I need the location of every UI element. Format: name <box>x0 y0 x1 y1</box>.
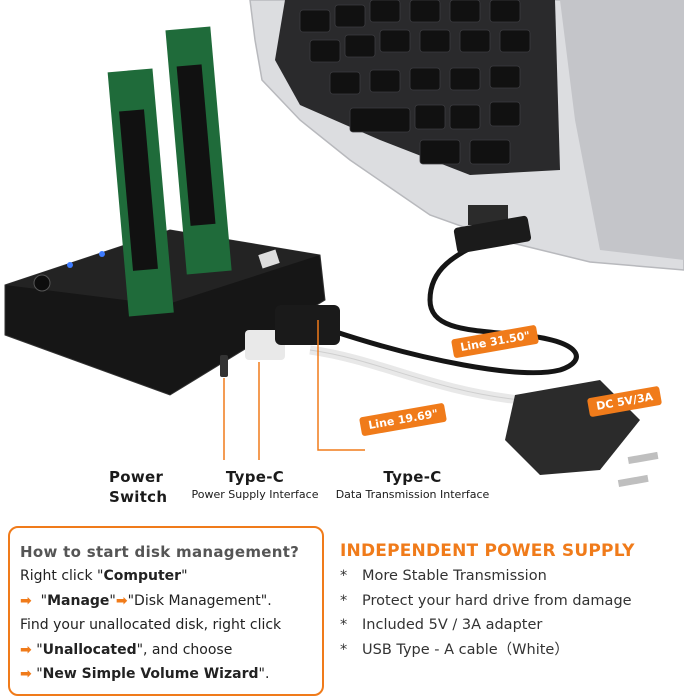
dock-scene-graphic <box>4 0 684 488</box>
guide-line-1: Right click "Computer" <box>20 564 312 589</box>
power-switch-hw <box>220 355 228 377</box>
guide-line-4: ➡ "Unallocated", and choose <box>20 638 312 663</box>
feature-item: * More Stable Transmission <box>340 564 680 589</box>
callout-type-c-data: Type-C Data Transmission Interface <box>330 468 495 501</box>
guide-text: " <box>36 666 43 682</box>
feature-item: * USB Type - A cable（White） <box>340 638 680 663</box>
guide-text: " <box>40 592 48 609</box>
guide-line-2: ➡ "Manage"➡"Disk Management". <box>20 589 312 614</box>
guide-text: "Disk Management". <box>127 592 272 609</box>
bullet-icon: * <box>340 617 348 633</box>
guide-line-3: Find your unallocated disk, right click <box>20 617 282 633</box>
features-heading: INDEPENDENT POWER SUPPLY <box>340 541 635 561</box>
bullet-icon: * <box>340 568 348 584</box>
feature-item: * Protect your hard drive from damage <box>340 589 680 614</box>
features-panel: INDEPENDENT POWER SUPPLY * More Stable Tr… <box>340 538 680 662</box>
guide-heading: How to start disk management? <box>20 543 300 561</box>
callout-type-c-power: Type-C Power Supply Interface <box>185 468 325 501</box>
laptop-screen-lid <box>560 0 684 260</box>
arrow-right-icon: ➡ <box>20 641 32 658</box>
guide-line-5: ➡ "New Simple Volume Wizard". <box>20 662 312 687</box>
feature-text: USB Type - A cable（White） <box>362 641 569 658</box>
callout-type-c-data-title: Type-C <box>383 468 442 486</box>
guide-text: " <box>109 592 116 609</box>
guide-bold-manage: Manage <box>47 592 110 609</box>
arrow-right-icon: ➡ <box>20 592 32 609</box>
callout-type-c-power-sub: Power Supply Interface <box>191 488 319 501</box>
type-c-data-plug <box>275 305 340 345</box>
callout-power-switch-line1: Power <box>109 468 164 486</box>
guide-text: " <box>181 568 188 584</box>
feature-item: * Included 5V / 3A adapter <box>340 613 680 638</box>
guide-text: ". <box>258 666 270 682</box>
guide-bold-unallocated: Unallocated <box>42 641 137 658</box>
bullet-icon: * <box>340 641 348 658</box>
callout-type-c-power-title: Type-C <box>225 468 285 486</box>
callout-power-switch-line2: Switch <box>109 488 168 506</box>
product-illustration: Line 31.50" Line 19.69" DC 5V/3A Power S… <box>4 0 684 507</box>
white-cable <box>309 345 521 405</box>
callout-power-switch: Power Switch <box>109 467 167 507</box>
usb-a-plug <box>453 215 532 254</box>
laptop-usb-port <box>468 205 508 225</box>
guide-bold-computer: Computer <box>103 568 182 584</box>
bullet-icon: * <box>340 592 348 609</box>
guide-text: ", and choose <box>136 641 233 658</box>
feature-text: Protect your hard drive from damage <box>362 592 632 609</box>
arrow-right-icon: ➡ <box>20 666 32 682</box>
guide-text: Right click " <box>20 568 104 584</box>
disk-management-guide: How to start disk management? Right clic… <box>8 526 324 696</box>
feature-text: Included 5V / 3A adapter <box>362 617 543 633</box>
arrow-right-icon: ➡ <box>115 592 128 609</box>
feature-text: More Stable Transmission <box>362 568 547 584</box>
guide-bold-wizard: New Simple Volume Wizard <box>42 666 259 682</box>
guide-text: " <box>36 641 43 658</box>
callout-type-c-data-sub: Data Transmission Interface <box>335 488 490 501</box>
